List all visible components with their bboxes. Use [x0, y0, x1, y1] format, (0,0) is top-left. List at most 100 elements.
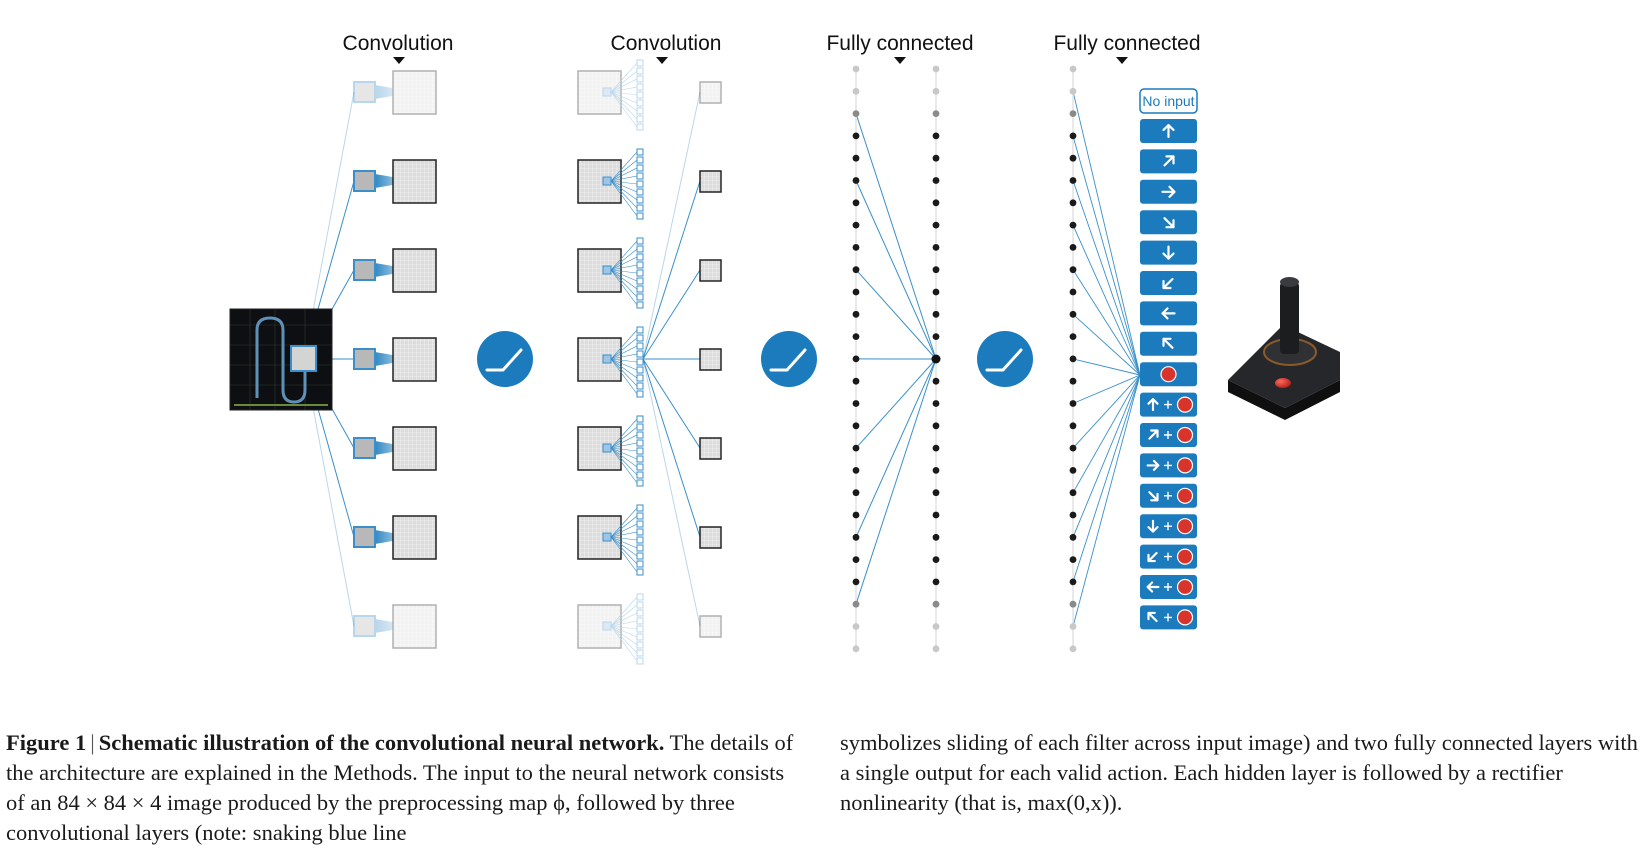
filter-line — [610, 625, 638, 646]
filter-cell — [636, 649, 644, 657]
conv1-feature-map — [353, 515, 437, 560]
chevron-down-icon — [894, 57, 906, 64]
neuron — [932, 511, 940, 519]
filter-cell — [636, 156, 644, 164]
neuron — [1069, 221, 1077, 229]
caption-separator: | — [90, 730, 95, 755]
conv2-layer — [577, 59, 644, 665]
filter-line — [610, 91, 638, 112]
neuron — [932, 244, 940, 251]
filter-line — [610, 264, 638, 271]
neuron — [852, 511, 860, 519]
sliding-filter-path — [255, 316, 307, 404]
chevron-down-icon — [656, 57, 668, 64]
filter-cell — [636, 123, 644, 131]
filter-cell — [636, 180, 644, 188]
conv2-feature-map — [577, 148, 644, 220]
neuron — [932, 377, 940, 385]
neuron — [852, 110, 860, 117]
filter-cell — [636, 350, 644, 358]
action-button — [1140, 179, 1197, 204]
filter-box — [602, 265, 612, 275]
arrow-up-icon — [1162, 123, 1175, 139]
filter-line — [610, 447, 638, 484]
action-button — [1140, 240, 1197, 265]
filter-line — [610, 269, 638, 306]
filter-cell — [636, 277, 644, 285]
neuron — [932, 600, 940, 608]
connection-line — [855, 358, 937, 605]
input-image — [229, 308, 333, 411]
connection-line — [1072, 374, 1141, 583]
filter-cell — [636, 107, 644, 115]
arrow-down-right-icon — [1148, 491, 1159, 502]
neuron — [1069, 87, 1077, 95]
feature-map — [392, 337, 437, 382]
filter-line — [610, 536, 638, 565]
filter-cell — [636, 237, 644, 245]
neuron — [932, 422, 940, 430]
filter-line — [610, 625, 638, 638]
neuron — [1069, 199, 1077, 207]
action-button — [1140, 605, 1197, 630]
filter-line — [610, 70, 638, 93]
layer-label-conv2: Convolution — [611, 32, 722, 55]
arrow-down-right-icon — [1163, 217, 1175, 229]
action-button — [1140, 210, 1197, 235]
filter-box — [602, 354, 612, 364]
arrow-left-icon — [1161, 307, 1176, 320]
relu-curve — [485, 348, 523, 372]
feature-map-small — [699, 170, 722, 193]
neuron — [852, 266, 860, 274]
filter-line — [610, 536, 638, 549]
neuron — [1069, 400, 1077, 407]
plus-icon — [1164, 431, 1172, 439]
filter-box — [353, 170, 376, 192]
fire-button-icon — [1176, 518, 1194, 535]
neuron — [1069, 244, 1077, 251]
filter-line — [610, 536, 638, 557]
filter-line — [610, 180, 638, 217]
relu-circle — [477, 331, 533, 387]
filter-line — [610, 625, 638, 662]
neuron — [932, 154, 940, 162]
filter-line — [610, 523, 638, 538]
feature-map — [392, 604, 437, 649]
neuron — [932, 110, 940, 117]
filter-cell — [636, 423, 644, 431]
neuron — [932, 132, 940, 140]
neuron — [1069, 645, 1077, 653]
filter-line — [610, 536, 638, 541]
layer-marker-arrows — [393, 57, 1128, 64]
filter-cell — [636, 625, 644, 633]
neuron — [852, 310, 860, 318]
filter-line — [610, 353, 638, 360]
filter-cell — [636, 91, 644, 99]
filter-line — [610, 358, 638, 371]
filter-line — [610, 507, 638, 538]
conv2-feature-map — [577, 415, 644, 487]
feature-map-small — [699, 615, 722, 638]
chevron-down-icon — [393, 57, 405, 64]
connection-line — [1072, 135, 1141, 376]
neuron — [852, 533, 860, 541]
filter-line — [610, 91, 638, 96]
neuron — [1069, 333, 1077, 340]
neuron — [932, 333, 940, 340]
filter-line — [610, 180, 638, 201]
caption-left-column: Figure 1|Schematic illustration of the c… — [6, 728, 806, 848]
arrow-up-icon — [1147, 398, 1159, 412]
filter-line — [610, 426, 638, 449]
plus-icon — [1164, 583, 1172, 591]
filter-cell — [636, 212, 644, 220]
filter-line — [610, 358, 638, 387]
action-button — [1140, 483, 1197, 508]
fire-button-icon — [1176, 609, 1194, 626]
filter-cell — [636, 560, 644, 568]
connection-line — [1072, 91, 1141, 376]
neuron — [1069, 422, 1077, 430]
filter-cell — [636, 382, 644, 390]
action-button — [1140, 514, 1197, 539]
connection-line — [1072, 374, 1141, 493]
conv2-feature-map — [577, 504, 644, 576]
